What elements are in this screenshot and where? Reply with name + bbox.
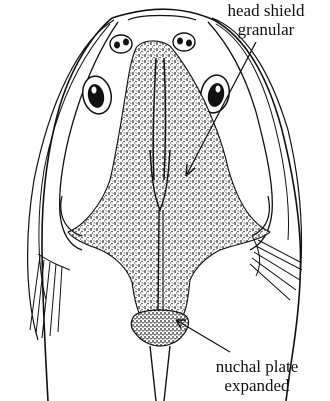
right-nostril-icon: [173, 33, 195, 51]
left-eye-icon: [79, 74, 114, 117]
nuchal-plate-label-line-2: expanded: [192, 376, 322, 395]
nuchal-plate-label-line-1: nuchal plate: [192, 357, 322, 376]
head-shield-label-line-2: granular: [206, 20, 326, 39]
left-pectoral-fin: [30, 254, 70, 338]
nuchal-plate: [131, 310, 188, 346]
nuchal-plate-pointer: [176, 320, 230, 352]
dorsal-spine: [150, 346, 170, 401]
head-shield-label-line-1: head shield: [206, 1, 326, 20]
snout: [128, 16, 196, 21]
nuchal-plate-label: nuchal plate expanded: [192, 357, 322, 395]
head-shield-label: head shield granular: [206, 1, 326, 39]
right-pectoral-fin: [250, 236, 302, 300]
left-nostril-icon: [110, 35, 132, 53]
